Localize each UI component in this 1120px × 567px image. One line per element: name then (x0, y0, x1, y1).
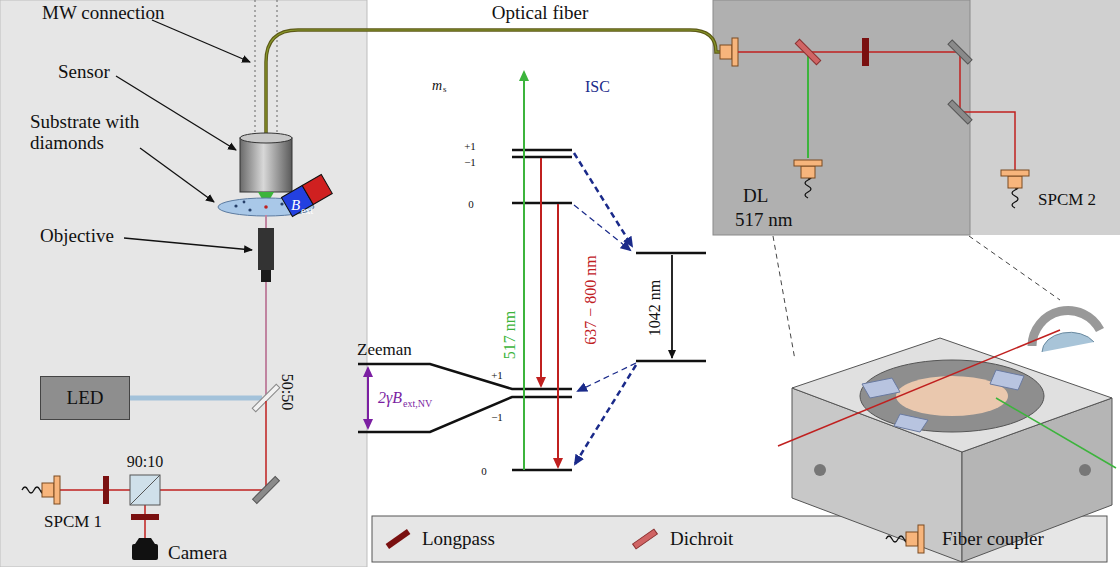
level-label: −1 (464, 156, 476, 168)
emission-arrow (540, 158, 542, 386)
laser-box: DL 517 nm (713, 0, 970, 235)
longpass-filter (103, 476, 109, 504)
optical-fiber-core (266, 30, 722, 138)
wavelength-label: 517 nm (501, 311, 519, 359)
fiber-coupler (22, 476, 60, 504)
fiber-coupler-icon (886, 525, 924, 553)
beamsplitter-cube (130, 475, 160, 505)
longpass-filter (862, 38, 869, 66)
part-label: Sensor (58, 62, 110, 83)
detection-box (713, 0, 970, 235)
emission-arrow (557, 204, 559, 467)
splitting-label: 2γB (378, 389, 402, 407)
longpass-filter (131, 514, 159, 520)
objective-lens (258, 228, 274, 270)
camera-icon (132, 538, 158, 560)
led-beam (130, 396, 262, 401)
level-label: 0 (468, 198, 474, 210)
isc-arrows (574, 153, 636, 464)
level-label: +1 (491, 369, 503, 381)
transition-label: ISC (585, 78, 610, 96)
part-label: Camera (168, 543, 227, 564)
housing-drawing (778, 310, 1116, 562)
detector-label: SPCM 1 (44, 513, 102, 532)
mirror (948, 100, 972, 124)
fiber-coupler (794, 160, 822, 198)
part-label: MW connection (42, 3, 165, 24)
wavelength-label: 637 − 800 nm (582, 255, 600, 344)
right-panel (713, 0, 1120, 235)
quantum-number-subscript: s (443, 85, 447, 95)
mirror (948, 40, 972, 64)
left-panel (0, 0, 367, 567)
beam (738, 51, 808, 53)
effect-label: Zeeman (357, 341, 412, 360)
ratio-label: 90:10 (127, 453, 163, 471)
node-text: LED (67, 388, 104, 409)
level-label: −1 (491, 411, 503, 423)
red-beam (808, 52, 1015, 170)
legend-text: Longpass (422, 529, 495, 550)
quantum-number: m (432, 78, 442, 93)
detector-label: SPCM 2 (1038, 191, 1096, 210)
optical-fiber (266, 30, 722, 138)
sensor-head (240, 138, 292, 192)
magnet (281, 174, 332, 216)
red-beam-camera (144, 505, 146, 538)
ratio-label: 50:50 (278, 374, 296, 410)
level-label: +1 (464, 140, 476, 152)
zeeman-splitting-arrow (367, 368, 369, 428)
excitation-arrow (523, 72, 525, 470)
part-label: Optical fiber (492, 3, 589, 24)
node-text: DL (743, 186, 768, 207)
led-box: LED (40, 376, 130, 420)
field-symbol: B (291, 197, 300, 214)
objective-tip (261, 270, 271, 282)
level-label: 0 (481, 465, 487, 477)
fiber-coupler (720, 38, 738, 66)
green-beam (807, 52, 809, 158)
wavelength-label: 1042 nm (646, 280, 664, 336)
legend-text: Fiber coupler (942, 529, 1044, 550)
part-label: Substrate with diamonds (30, 112, 158, 154)
dichroic-icon (633, 529, 658, 549)
zoom-lines (773, 236, 1060, 360)
node-text: 517 nm (735, 210, 793, 231)
legend-text: Dichroit (670, 529, 733, 550)
energy-levels (358, 150, 706, 470)
longpass-icon (386, 529, 411, 549)
sensor-top (240, 133, 292, 143)
leader-arrows (116, 20, 252, 250)
splitting-subscript: ext,NV (403, 398, 432, 409)
part-label: Objective (40, 226, 114, 247)
dichroic-mirror (795, 39, 820, 64)
field-subscript: ext (301, 205, 313, 216)
mirror (253, 477, 280, 504)
fiber-coupler (1001, 170, 1029, 208)
ir-arrow (671, 255, 673, 358)
